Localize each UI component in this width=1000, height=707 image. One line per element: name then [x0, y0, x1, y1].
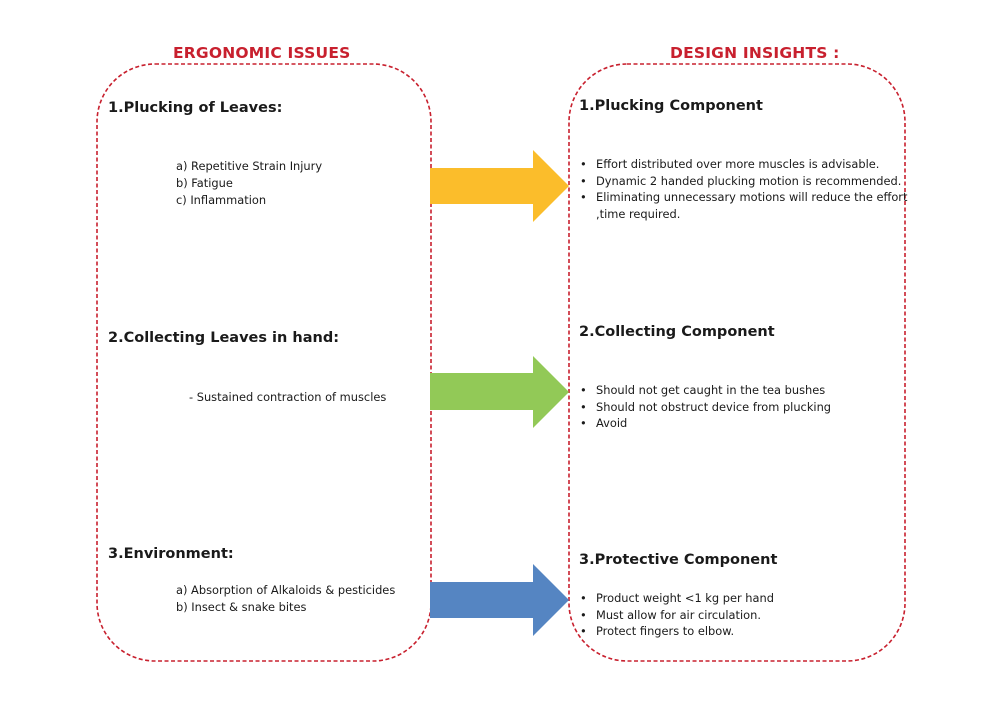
ergonomic-issues-heading: ERGONOMIC ISSUES	[173, 44, 351, 62]
bullet-dot-icon: •	[580, 416, 587, 430]
ergonomic-issues-frame	[96, 63, 432, 662]
issue-item: b) Fatigue	[176, 176, 233, 190]
issue-title-collecting: 2.Collecting Leaves in hand:	[108, 330, 339, 346]
insight-bullet: •Dynamic 2 handed plucking motion is rec…	[580, 173, 902, 188]
insight-bullet: •Product weight <1 kg per hand	[580, 591, 774, 605]
arrow-environment	[430, 564, 569, 636]
insight-bullet: •Effort distributed over more muscles is…	[580, 157, 880, 171]
arrow-plucking	[430, 150, 569, 222]
insight-bullet: •Must allow for air circulation.	[580, 607, 761, 622]
bullet-dot-icon: •	[580, 190, 587, 204]
insight-title-collecting: 2.Collecting Component	[579, 324, 775, 340]
insight-list-plucking: •Effort distributed over more muscles is…	[578, 156, 908, 222]
insight-list-protective: •Product weight <1 kg per hand •Must all…	[578, 590, 908, 640]
design-insights-frame	[568, 63, 906, 662]
insight-bullet: •Should not obstruct device from pluckin…	[580, 399, 832, 414]
issue-item: - Sustained contraction of muscles	[189, 390, 387, 404]
bullet-dot-icon: •	[580, 399, 587, 414]
insight-bullet: •Eliminating unnecessary motions will re…	[580, 190, 908, 221]
issue-list-environment: a) Absorption of Alkaloids & pesticides …	[176, 582, 395, 616]
bullet-dot-icon: •	[580, 157, 587, 171]
issue-list-collecting: - Sustained contraction of muscles	[189, 389, 386, 406]
issue-list-plucking: a) Repetitive Strain Injury b) Fatigue c…	[176, 158, 322, 209]
bullet-dot-icon: •	[580, 624, 587, 638]
insight-title-plucking: 1.Plucking Component	[579, 98, 763, 114]
insight-bullet: •Protect fingers to elbow.	[580, 624, 735, 638]
insight-bullet: •Should not get caught in the tea bushes	[580, 383, 826, 397]
bullet-dot-icon: •	[580, 173, 587, 188]
insight-list-collecting: •Should not get caught in the tea bushes…	[578, 382, 908, 432]
issue-title-plucking: 1.Plucking of Leaves:	[108, 100, 283, 116]
issue-item: c) Inflammation	[176, 193, 267, 207]
issue-item: b) Insect & snake bites	[176, 600, 307, 614]
issue-title-environment: 3.Environment:	[108, 546, 234, 562]
design-insights-heading: DESIGN INSIGHTS :	[670, 44, 840, 62]
arrow-collecting	[430, 356, 569, 428]
insight-bullet: •Avoid	[580, 416, 628, 430]
bullet-dot-icon: •	[580, 607, 587, 622]
issue-item: a) Absorption of Alkaloids & pesticides	[176, 583, 396, 597]
issue-item: a) Repetitive Strain Injury	[176, 159, 323, 173]
insight-title-protective: 3.Protective Component	[579, 552, 778, 568]
bullet-dot-icon: •	[580, 591, 587, 605]
bullet-dot-icon: •	[580, 383, 587, 397]
